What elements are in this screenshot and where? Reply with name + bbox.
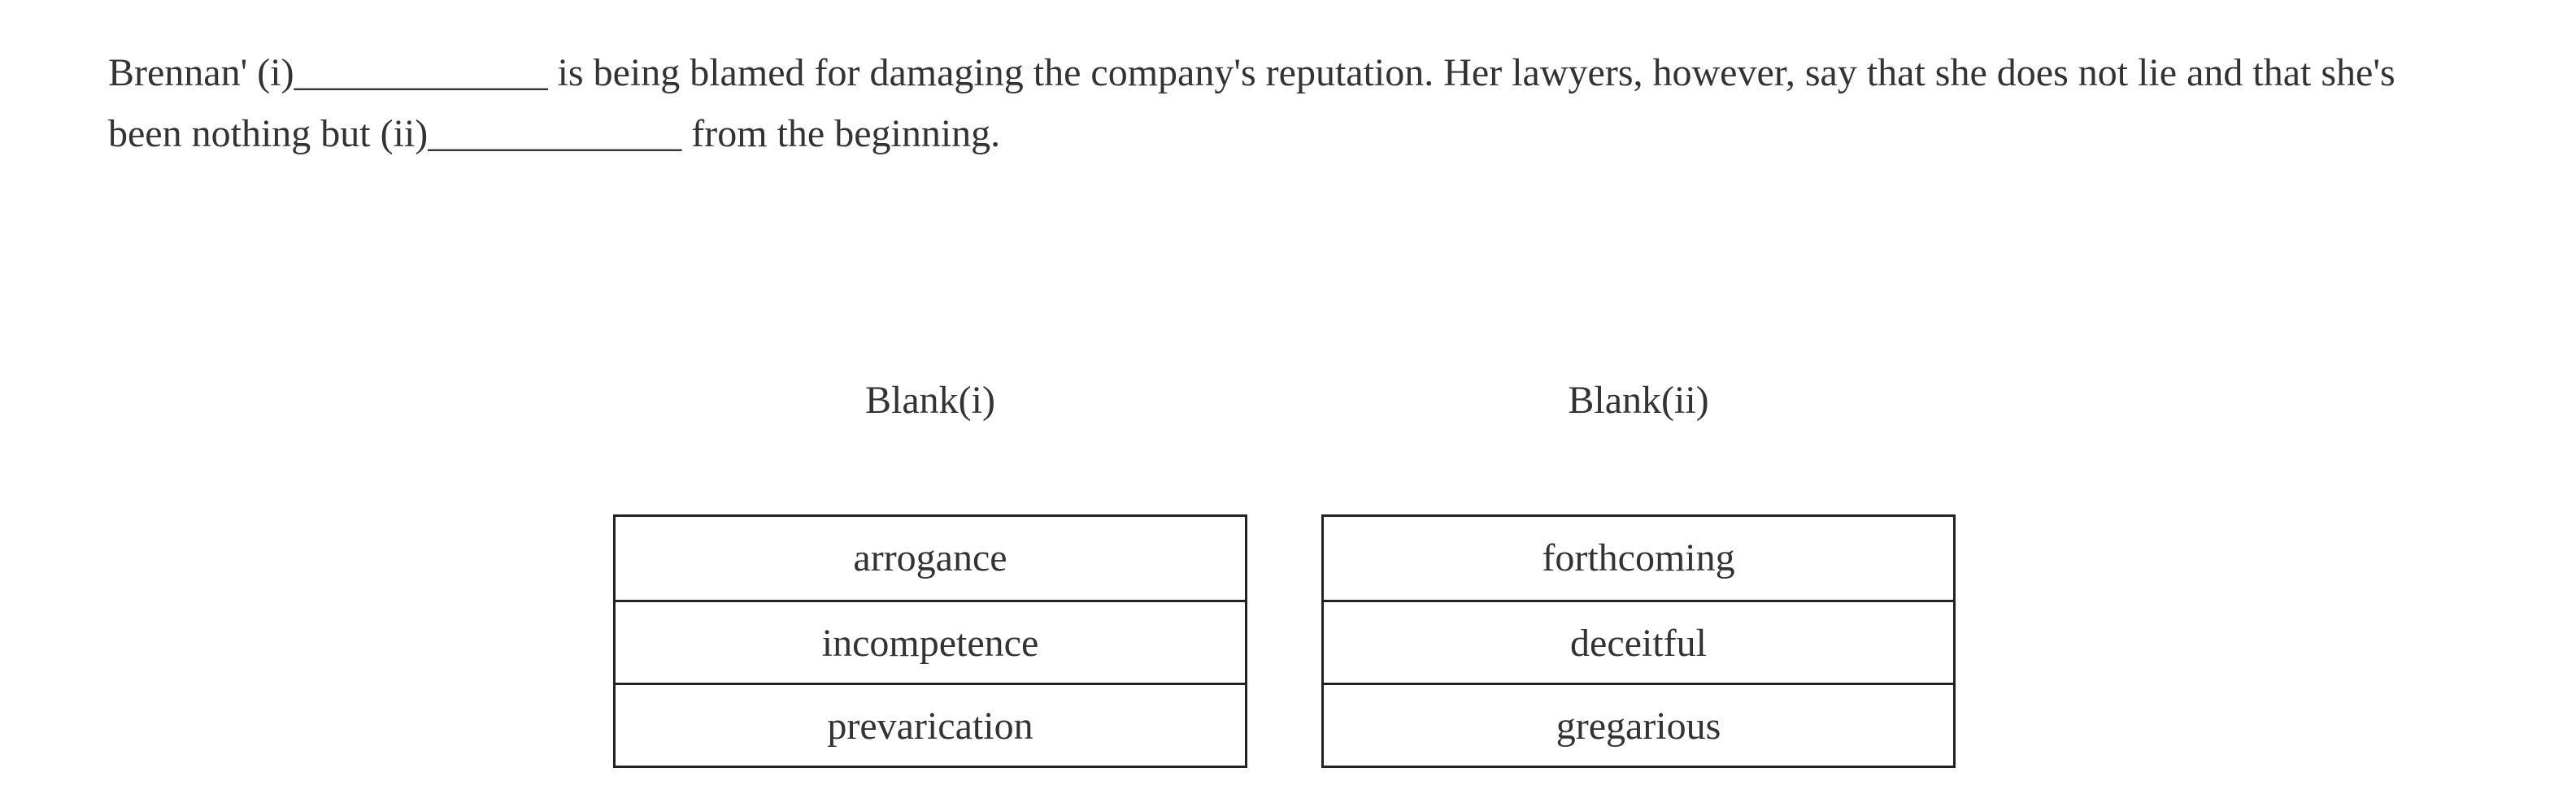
blank-ii-option-deceitful[interactable]: deceitful [1324, 600, 1953, 683]
question-text: Brennan' (i)_____________ is being blame… [108, 51, 2395, 155]
blank-i-heading: Blank(i) [865, 379, 995, 422]
blank-ii-heading: Blank(ii) [1568, 379, 1709, 422]
blank-i-options: arrogance incompetence prevarication [613, 514, 1247, 768]
blank-i-column: Blank(i) arrogance incompetence prevaric… [613, 370, 1247, 768]
blank-ii-option-gregarious[interactable]: gregarious [1324, 683, 1953, 766]
blank-i-option-incompetence[interactable]: incompetence [616, 600, 1245, 683]
blank-i-option-arrogance[interactable]: arrogance [616, 517, 1245, 600]
blank-ii-column: Blank(ii) forthcoming deceitful gregario… [1321, 370, 1956, 768]
blank-ii-options: forthcoming deceitful gregarious [1321, 514, 1956, 768]
blank-ii-option-forthcoming[interactable]: forthcoming [1324, 517, 1953, 600]
blank-i-option-prevarication[interactable]: prevarication [616, 683, 1245, 766]
